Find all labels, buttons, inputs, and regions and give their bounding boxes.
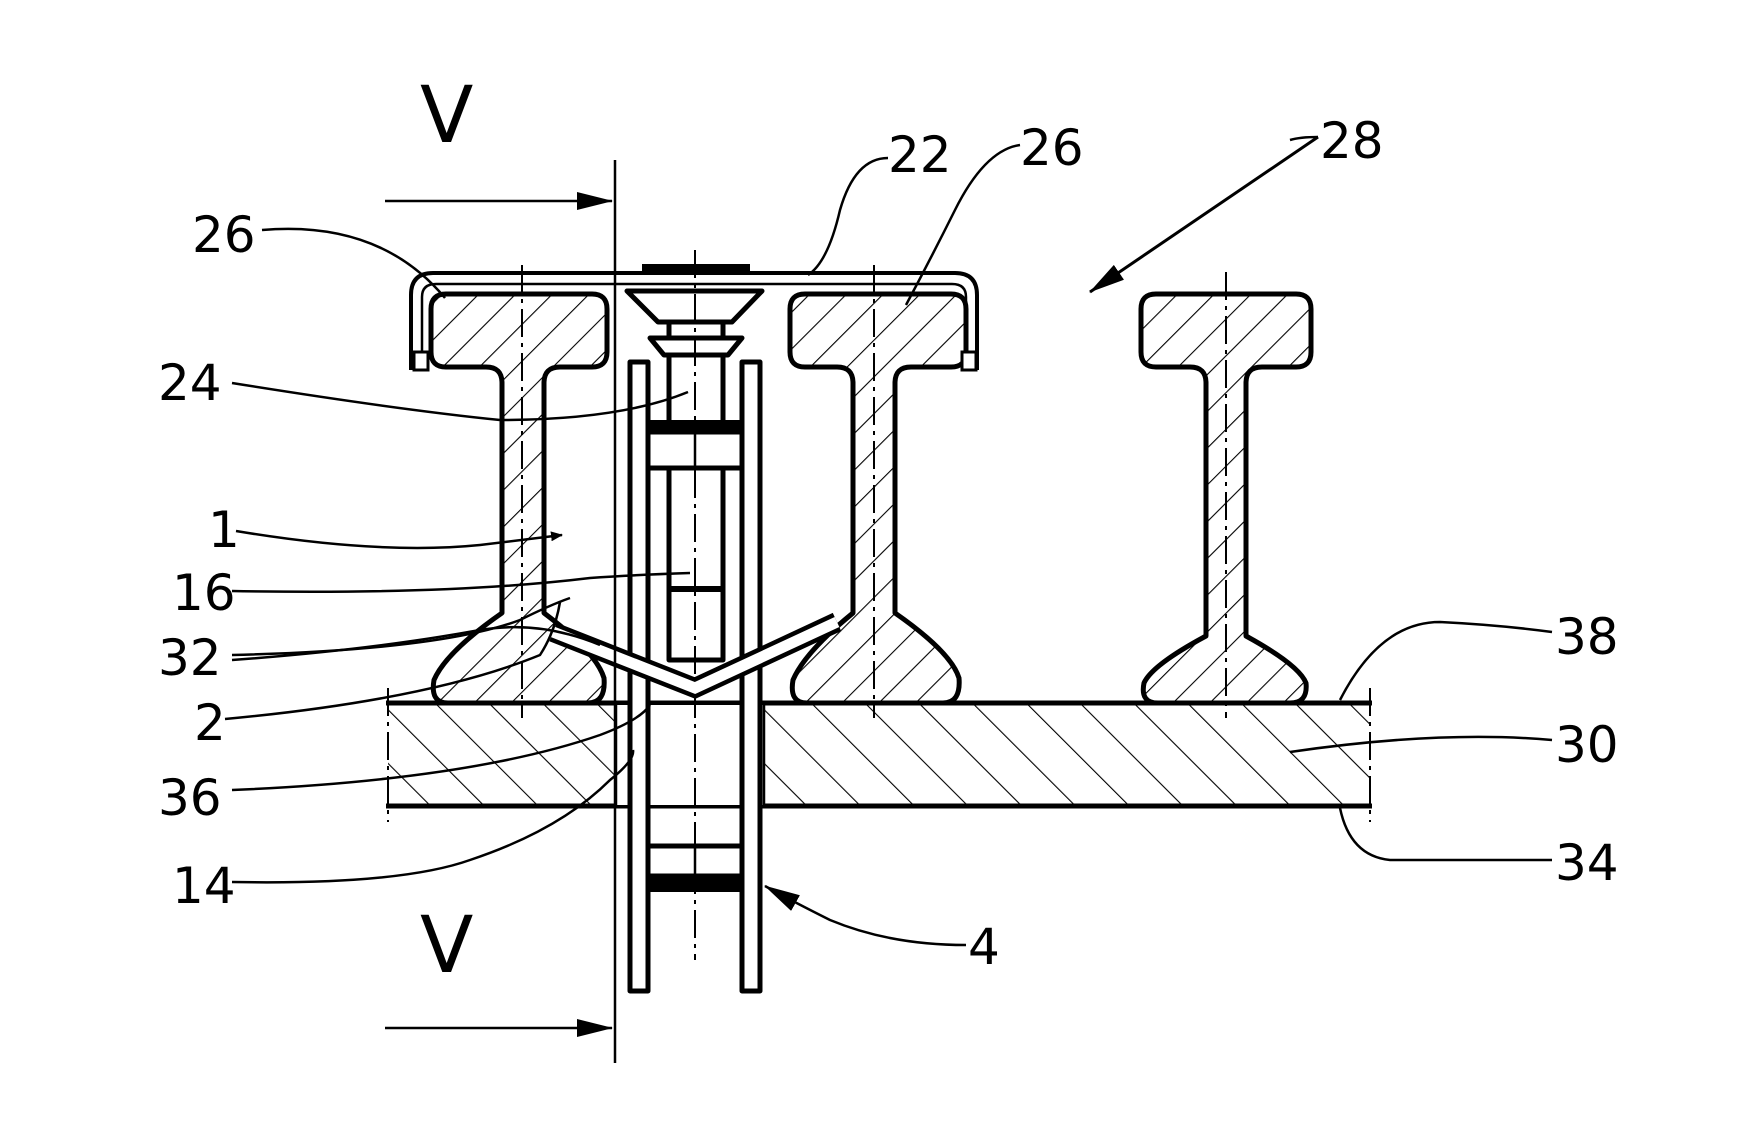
- label-14: 14: [172, 857, 236, 915]
- label-2: 2: [194, 694, 226, 752]
- right-i-beam: [1138, 272, 1314, 718]
- label-22: 22: [888, 126, 952, 184]
- section-mark-bottom: V: [420, 901, 473, 991]
- reference-labels: 22 26 28 26 24 1 16 32 2 36 14 38 30 34 …: [158, 112, 1619, 976]
- label-36: 36: [158, 769, 222, 827]
- v-spring-clip: [549, 612, 842, 699]
- label-1: 1: [208, 501, 240, 559]
- left-i-beam: [428, 265, 610, 718]
- middle-i-beam: [787, 265, 969, 718]
- label-34: 34: [1555, 834, 1619, 892]
- fastener-assembly: [627, 250, 763, 994]
- base-plate: [386, 688, 1372, 822]
- label-16: 16: [172, 564, 236, 622]
- section-mark-top: V: [420, 71, 473, 161]
- section-line: V V: [385, 71, 617, 1063]
- label-4: 4: [968, 918, 1000, 976]
- label-32: 32: [158, 629, 222, 687]
- label-24: 24: [158, 354, 222, 412]
- label-28: 28: [1320, 112, 1384, 170]
- leader-lines: [224, 135, 1553, 947]
- label-26-left: 26: [192, 206, 256, 264]
- label-30: 30: [1555, 716, 1619, 774]
- label-26-mid: 26: [1020, 119, 1084, 177]
- label-38: 38: [1555, 608, 1619, 666]
